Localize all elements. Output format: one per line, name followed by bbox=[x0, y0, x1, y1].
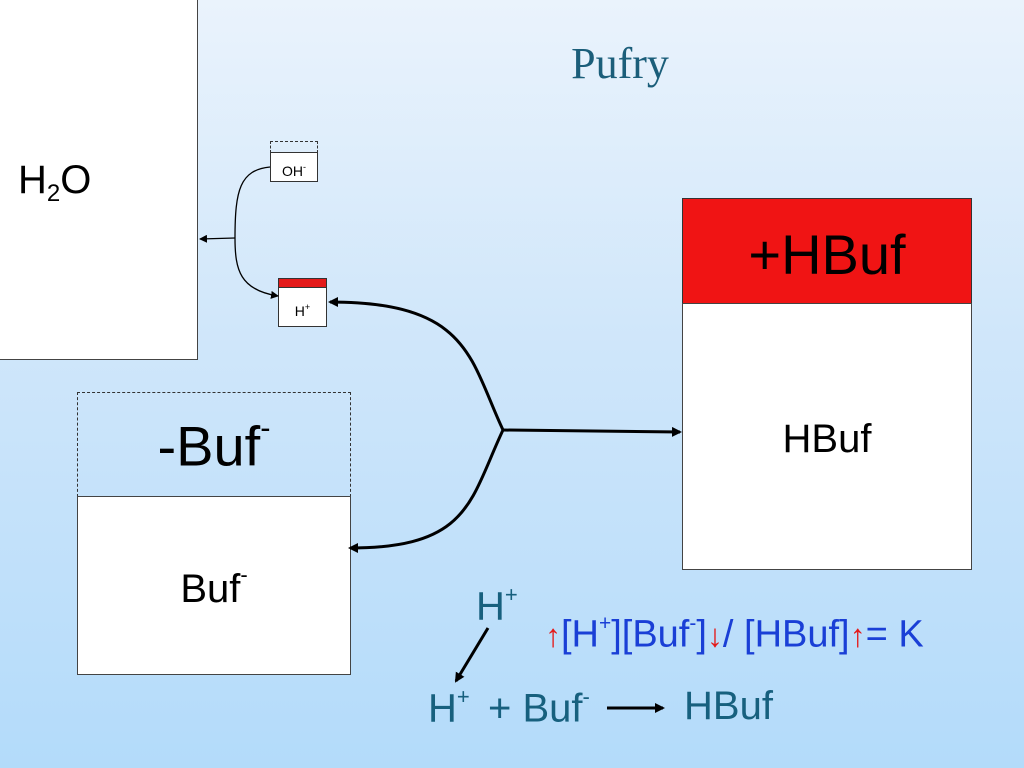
buffer-acid-added-label: +HBuf bbox=[748, 223, 906, 286]
h-to-water-curve bbox=[234, 237, 279, 299]
water-label: H2O bbox=[18, 158, 92, 207]
proton-box: H+ bbox=[278, 287, 327, 327]
hydroxide-group: OH- bbox=[270, 141, 318, 183]
reaction-equation: H+ + Buf- HBuf bbox=[428, 684, 828, 734]
oh-to-water-curve bbox=[234, 166, 271, 239]
proton-down-arrow bbox=[454, 627, 490, 683]
fork-to-proton-arrow bbox=[328, 297, 505, 431]
fork-to-acid-arrow bbox=[502, 426, 682, 437]
brace-to-water-arrow bbox=[199, 234, 236, 243]
buffer-anion-dashed-region bbox=[77, 392, 351, 497]
fork-to-anion-arrow bbox=[348, 429, 505, 553]
hydroxide-dashed-top bbox=[270, 141, 318, 153]
equilibrium-expression: ↑[H+][Buf-]↓/ [HBuf]↑= K bbox=[545, 612, 924, 656]
proton-group: H+ bbox=[278, 278, 327, 328]
reactant-proton: H+ bbox=[428, 684, 470, 731]
buffer-anion-box bbox=[77, 496, 351, 675]
buffer-acid-added-region bbox=[682, 198, 972, 304]
buffer-anion-removed-label: -Buf- bbox=[157, 410, 271, 478]
increase-arrow-icon: ↑ bbox=[545, 617, 561, 654]
buffer-anion-label: Buf- bbox=[180, 562, 248, 611]
water-box bbox=[0, 0, 198, 360]
product-buffer-acid: HBuf bbox=[684, 684, 773, 728]
reactant-buffer-anion: + Buf- bbox=[488, 684, 590, 731]
decrease-arrow-icon: ↓ bbox=[706, 617, 723, 654]
slide-title: Pufry bbox=[571, 39, 669, 88]
buffer-acid-box bbox=[682, 303, 972, 570]
increase-arrow-icon: ↑ bbox=[849, 617, 866, 654]
hydroxide-box: OH- bbox=[270, 152, 318, 182]
buffer-acid-label: HBuf bbox=[782, 417, 872, 461]
incoming-proton-label: H+ bbox=[476, 582, 518, 629]
